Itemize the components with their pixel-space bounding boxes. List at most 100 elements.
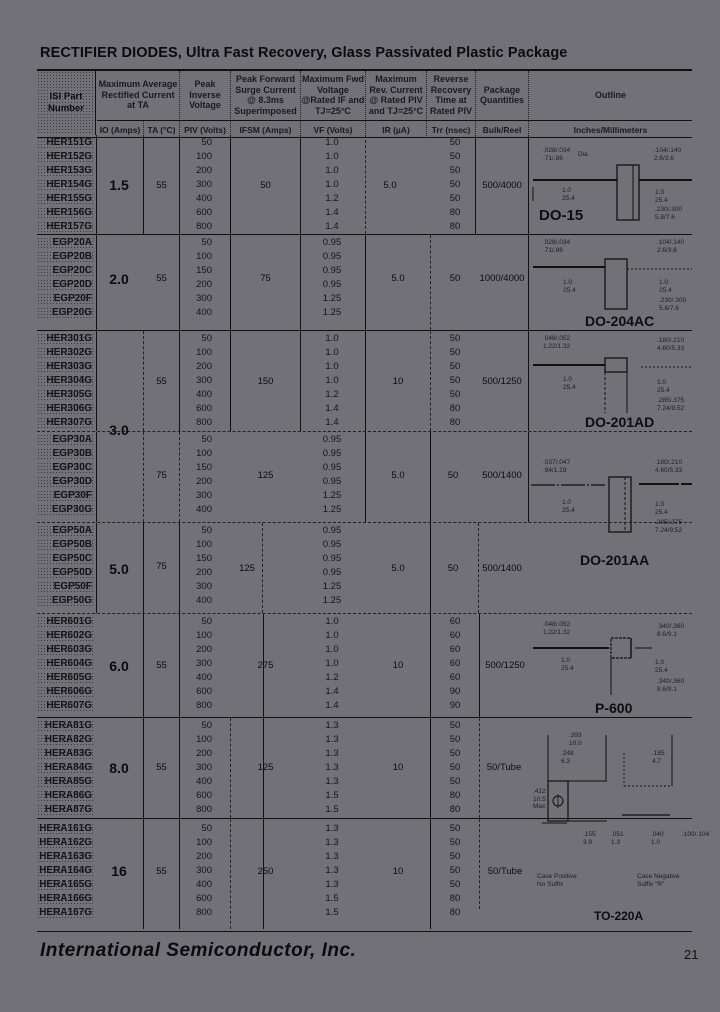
to220a-t4: .100/.104: [682, 831, 710, 838]
trr-value: 50: [449, 273, 461, 284]
io-value: 16: [111, 863, 127, 879]
io-value: 2.0: [109, 271, 129, 287]
do204ac-drawing-icon: [533, 258, 692, 310]
do201ad-drawing-icon: [533, 357, 692, 413]
header-outline: Outline: [595, 89, 626, 100]
ir-value: 5.0: [391, 470, 405, 481]
to220a-drawing-icon: [542, 735, 673, 824]
ta-value: 55: [156, 180, 167, 191]
header-piv: Peak Inverse Voltage: [180, 71, 231, 119]
bottom-rule: [37, 931, 692, 932]
ifsm-value: 75: [260, 273, 271, 284]
ta-value: 55: [156, 762, 167, 773]
ifsm-value: 275: [257, 660, 274, 671]
outline-name: TO-220A: [594, 909, 644, 923]
page-title: RECTIFIER DIODES, Ultra Fast Recovery, G…: [40, 45, 568, 61]
trr-value: 50: [447, 563, 459, 574]
sub-trr: Trr (nsec): [427, 120, 476, 138]
pkg-value: 50/Tube: [486, 762, 522, 773]
ta-value: 55: [156, 376, 167, 387]
outline-name: DO-201AA: [580, 552, 650, 568]
pkg-value: 500/1400: [482, 470, 522, 481]
ifsm-value: 50: [260, 180, 271, 191]
ir-value: 5.0: [383, 180, 397, 191]
ifsm-value: 125: [257, 762, 274, 773]
sub-ir: IR (µA): [366, 120, 427, 138]
ta-value: 55: [156, 866, 167, 877]
sub-io: IO (Amps): [97, 120, 144, 138]
ta-value: 75: [156, 470, 167, 481]
outline-name: P-600: [595, 700, 633, 716]
io-value: 5.0: [109, 561, 129, 577]
do15-lead-dia: .028/.034.71/.86: [543, 147, 571, 162]
outline-name: DO-15: [539, 207, 584, 224]
outline-name: DO-204AC: [585, 313, 655, 329]
trr-value: 50: [447, 470, 459, 481]
header-trr: Reverse Recovery Time at Rated PIV: [427, 71, 476, 119]
company-name: International Semiconductor, Inc.: [40, 940, 357, 961]
ifsm-value: 125: [239, 563, 255, 574]
p600-drawing-icon: [533, 637, 652, 695]
pkg-value: 50/Tube: [487, 866, 523, 877]
pkg-value: 1000/4000: [479, 273, 525, 284]
ir-value: 10: [392, 376, 404, 387]
sub-outline: Inches/Millimeters: [529, 120, 692, 138]
ta-value: 55: [156, 660, 167, 671]
ifsm-value: 150: [257, 376, 274, 387]
